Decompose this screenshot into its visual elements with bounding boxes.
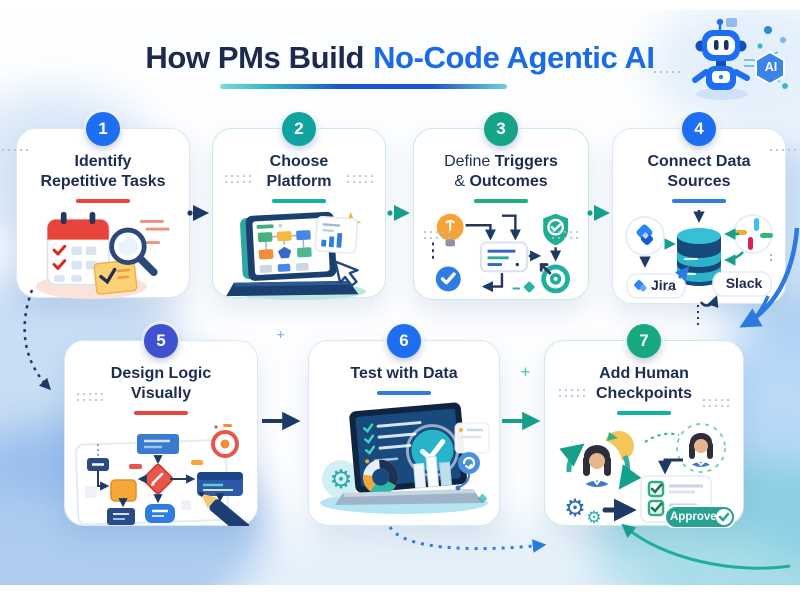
trigger-outcome-flow-icon — [432, 213, 570, 293]
approve-button-label: Approve — [670, 510, 717, 523]
arrow-step3-to-step4 — [587, 204, 611, 222]
gear-icon: ⚙ — [564, 494, 586, 522]
jira-pill — [626, 272, 686, 299]
step-2-number-badge: 2 — [282, 112, 316, 146]
step-6-underline — [377, 391, 431, 395]
bottom-margin — [0, 585, 800, 600]
human-review-icon: ⚙ ⚙ — [559, 422, 735, 528]
top-margin — [0, 0, 800, 10]
step-card-3: 3 Define Triggers & Outcomes — [413, 112, 589, 300]
target-icon — [539, 262, 570, 293]
step-5-number-badge: 5 — [144, 324, 178, 358]
title-underline — [220, 84, 507, 89]
calendar-magnifier-icon — [35, 211, 170, 299]
jira-logo-icon — [625, 215, 665, 256]
laptop-flowchart-icon — [226, 211, 367, 300]
step-3-underline — [474, 199, 528, 203]
slack-label: Slack — [725, 274, 763, 291]
step-3-number-badge: 3 — [484, 112, 518, 146]
dot-grid-decoration — [550, 229, 580, 241]
reviewer-avatar — [579, 444, 615, 487]
step-1-number-badge: 1 — [86, 112, 120, 146]
pencil-icon — [198, 490, 249, 526]
gear-icon: ⚙ — [586, 508, 601, 528]
title-accent: No-Code Agentic AI — [373, 40, 655, 75]
step-card-2: 2 Choose Platform — [212, 112, 386, 300]
dashboard-laptop-icon: ⚙ — [320, 402, 490, 514]
diamond-accent-icon — [523, 281, 535, 292]
robot-ai-mascot-icon — [692, 18, 788, 100]
step-card-4: 4 Connect Data Sources — [612, 112, 786, 308]
cycle-arrow-icon — [559, 442, 585, 472]
flowchart-pencil-icon — [74, 423, 249, 526]
svg-text:+: + — [520, 365, 531, 380]
gear-icon: ⚙ — [329, 465, 352, 495]
donut-chart-icon — [363, 459, 399, 495]
hand-cursor-icon — [334, 259, 359, 287]
step-7-number-badge: 7 — [627, 324, 661, 358]
dot-grid-decoration — [422, 229, 452, 241]
ai-chip-label: AI — [764, 60, 778, 74]
dot-grid-decoration — [75, 391, 105, 403]
step-2-underline — [272, 199, 326, 203]
bar-chart-icon — [413, 455, 453, 489]
step-3-title: Define Triggers & Outcomes — [444, 153, 558, 190]
dot-grid-decoration — [223, 173, 253, 185]
title-prefix: How PMs Build — [145, 40, 365, 75]
svg-text:+: + — [276, 328, 285, 341]
dot-grid-decoration — [557, 387, 587, 399]
step-6-number-badge: 6 — [387, 324, 421, 358]
step-7-title: Add Human Checkpoints — [595, 365, 692, 402]
step-4-number-badge: 4 — [682, 112, 716, 146]
chart-popup-icon — [314, 215, 359, 254]
target-marker-icon — [211, 423, 239, 458]
approve-button — [664, 504, 735, 528]
automation-node-icon — [454, 422, 490, 490]
dot-grid-decoration — [701, 397, 731, 409]
step-5-underline — [134, 411, 188, 415]
sticky-note-icon — [93, 258, 138, 295]
dot-grid-decoration — [345, 173, 375, 185]
step-1-title: Identify Repetitive Tasks — [40, 153, 166, 190]
step-card-7: 7 Add Human Checkpoints — [544, 324, 744, 528]
arrow-step1-to-step2 — [187, 204, 210, 222]
step-1-underline — [76, 199, 130, 203]
step-card-5: 5 Design Logic Visually — [64, 324, 258, 526]
step-card-1: 1 Identify Repetitive Tasks — [16, 112, 190, 299]
check-circle-icon — [435, 265, 461, 291]
step-4-title: Connect Data Sources — [647, 153, 751, 190]
jira-label: Jira — [651, 276, 676, 293]
step-5-title: Design Logic Visually — [110, 365, 212, 402]
step-card-6: 6 Test with Data ⚙ — [308, 324, 500, 526]
magnifier-icon — [109, 227, 158, 276]
database-integrations-icon — [625, 209, 773, 308]
step-2-title: Choose Platform — [266, 153, 332, 190]
slack-logo-icon — [733, 213, 773, 254]
approver-avatar — [686, 432, 716, 467]
cycle-arrow-icon — [618, 454, 642, 490]
arrow-step2-to-step3 — [387, 204, 411, 222]
step-6-title: Test with Data — [350, 365, 458, 382]
step-4-underline — [672, 199, 726, 203]
step-7-underline — [617, 411, 671, 415]
